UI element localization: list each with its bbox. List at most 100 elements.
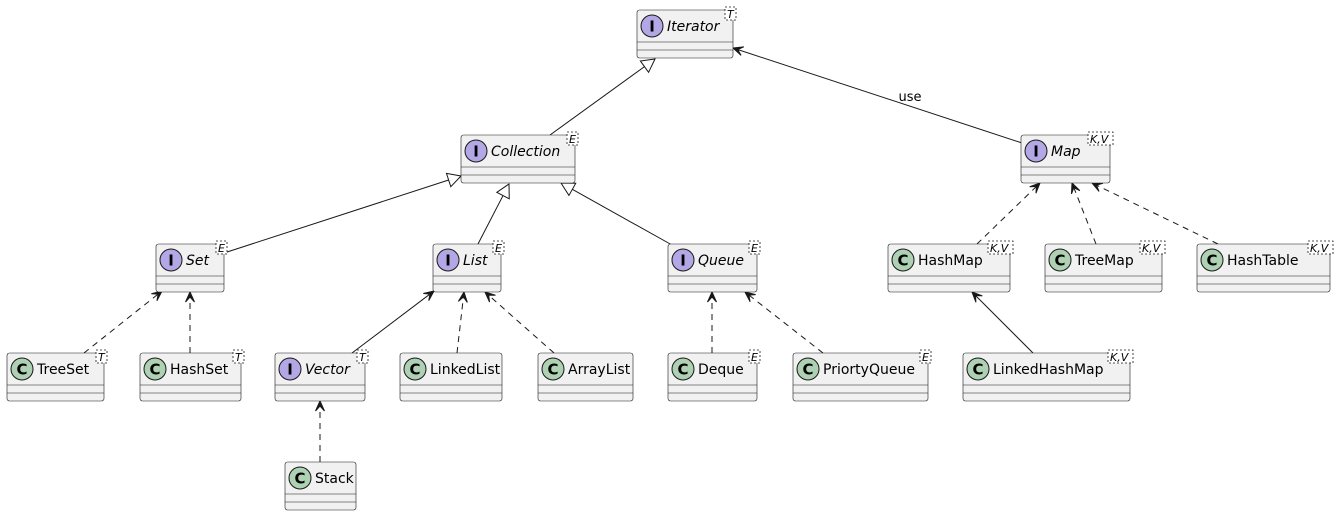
class-badge-icon [1200,248,1224,272]
generic-param-box [748,240,761,255]
class-badge-icon [10,357,34,381]
edge-deque-to-queue [707,290,717,353]
generic-param-box [987,240,1014,255]
edge-line [976,184,1039,245]
badge-letter: I [649,18,655,36]
edge-line [1072,184,1097,245]
arrow-head-icon [1090,182,1104,192]
badge-letter: C [16,361,27,379]
arrow-head-icon [185,290,195,303]
edge-collection-to-iterator [549,58,656,136]
badge-letter: C [972,361,983,379]
generic-param: T [235,351,243,364]
node-name: LinkedList [430,362,501,378]
class-badge-icon [541,357,565,381]
badge-letter: I [168,252,174,270]
edge-queue-to-collection [560,182,673,246]
edge-line [1093,183,1219,245]
node-box [962,352,1131,402]
node-linkedlist[interactable]: C LinkedList [399,352,503,402]
badge-letter: C [294,470,305,488]
node-name: LinkedHashMap [993,362,1104,378]
generic-param: K,V [1310,242,1330,255]
generic-param: T [359,351,367,364]
inheritance-arrow-icon [560,182,577,197]
badge-letter: C [547,361,558,379]
generic-param: K,V [990,242,1010,255]
edge-line [486,292,555,354]
node-name: Set [186,253,210,269]
badge-letter: I [473,143,479,161]
edge-linkedhashmap-to-hashmap [971,291,1034,354]
node-name: Vector [305,362,351,378]
arrow-head-icon [423,290,435,301]
edge-label: use [898,90,921,105]
generic-param-box [1107,349,1134,364]
interface-badge-icon [278,357,302,381]
node-name: Stack [315,471,355,487]
class-badge-icon [1048,248,1072,272]
node-name: Collection [491,144,560,160]
arrow-head-icon [971,291,983,303]
generic-param: E [751,351,758,364]
edge-list-to-collection [477,183,510,245]
inheritance-arrow-icon [639,58,656,74]
edge-set-to-collection [223,172,463,254]
node-name: TreeMap [1074,253,1134,269]
generic-param: K,V [1142,242,1162,255]
generic-param-box [232,349,245,364]
generic-param-box [1307,240,1334,255]
arrow-head-icon [1070,181,1081,195]
class-badge-icon [796,357,820,381]
arrow-head-icon [151,290,163,301]
edge-line [477,195,504,245]
node-box [1196,243,1331,293]
generic-param-box [1087,131,1114,146]
class-badge-icon [891,248,915,272]
edge-hashset-to-set [185,290,195,353]
edge-line [223,179,449,254]
generic-param-box [492,240,505,255]
generic-param-box [1139,240,1166,255]
edge-line [83,291,161,354]
node-stack[interactable]: C Stack [284,461,357,511]
edge-priortyqueue-to-queue [744,291,824,354]
edge-line [549,66,645,136]
inheritance-arrow-icon [495,183,510,200]
edge-line [973,293,1034,354]
interface-badge-icon [464,139,488,163]
generic-param-box [356,349,369,364]
generic-param: K,V [1110,351,1130,364]
badge-letter: C [1054,252,1065,270]
node-name: HashTable [1227,253,1298,269]
badge-letter: C [897,252,908,270]
edge-map-to-iterator: use [731,46,1023,144]
node-name: HashSet [170,362,229,378]
node-name: List [463,253,488,269]
node-linkedhashmap[interactable]: C LinkedHashMap K,V [962,349,1134,402]
badge-letter: C [802,361,813,379]
generic-param-box [566,131,579,146]
node-name: Map [1051,144,1081,160]
arrow-head-icon [315,399,325,412]
node-name: Queue [698,253,744,269]
badge-letter: C [409,361,420,379]
node-treemap[interactable]: C TreeMap K,V [1044,240,1166,293]
class-badge-icon [143,357,167,381]
arrow-head-icon [484,291,496,303]
